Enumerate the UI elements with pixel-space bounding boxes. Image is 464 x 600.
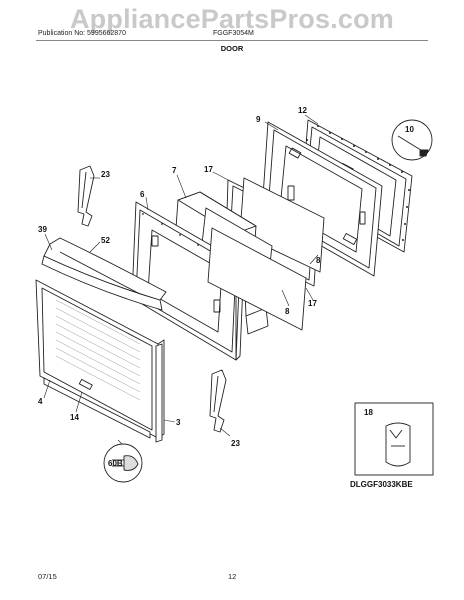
callout-10-bubble [391,119,433,161]
inset-part-code: DLGGF3033KBE [350,480,413,489]
callout-9: 9 [256,115,261,124]
part-6-door-frame [131,201,245,361]
callout-12: 12 [298,106,307,115]
callout-23-upper: 23 [101,170,110,179]
callout-8-right: 8 [316,256,321,265]
part-39-handle-trim [41,237,167,311]
header-rule [36,40,428,41]
part-9-inner-panel [261,121,383,277]
callout-14: 14 [70,413,79,422]
callout-7: 7 [172,166,177,175]
callout-39: 39 [38,225,47,234]
callout-8-lower: 8 [285,307,290,316]
footer-page-number: 12 [228,572,237,581]
inset-box-part-18 [354,402,434,476]
callout-17-upper: 17 [204,165,213,174]
footer-date: 07/15 [38,572,57,581]
watermark: AppliancePartsPros.com [69,4,394,34]
callout-23-lower: 23 [231,439,240,448]
callout-60b: 60B [108,459,123,468]
callout-6: 6 [140,190,145,199]
callout-52: 52 [101,236,110,245]
callout-3: 3 [176,418,181,427]
part-23-hinge-upper [77,165,95,227]
publication-number: Publication No: 5995662870 [38,30,126,37]
part-8-glass-front [207,227,307,331]
callout-18: 18 [364,408,373,417]
part-8-glass-rear [239,177,325,273]
callout-10: 10 [405,125,414,134]
part-23-hinge-lower [209,369,227,433]
part-4-outer-door [35,279,165,439]
callout-4: 4 [38,397,43,406]
section-title: DOOR [220,44,244,53]
callout-17-lower: 17 [308,299,317,308]
part-3-side-trim [155,343,163,443]
model-number: FGGF3054M [213,30,254,37]
callout-60b-bubble [103,443,143,483]
